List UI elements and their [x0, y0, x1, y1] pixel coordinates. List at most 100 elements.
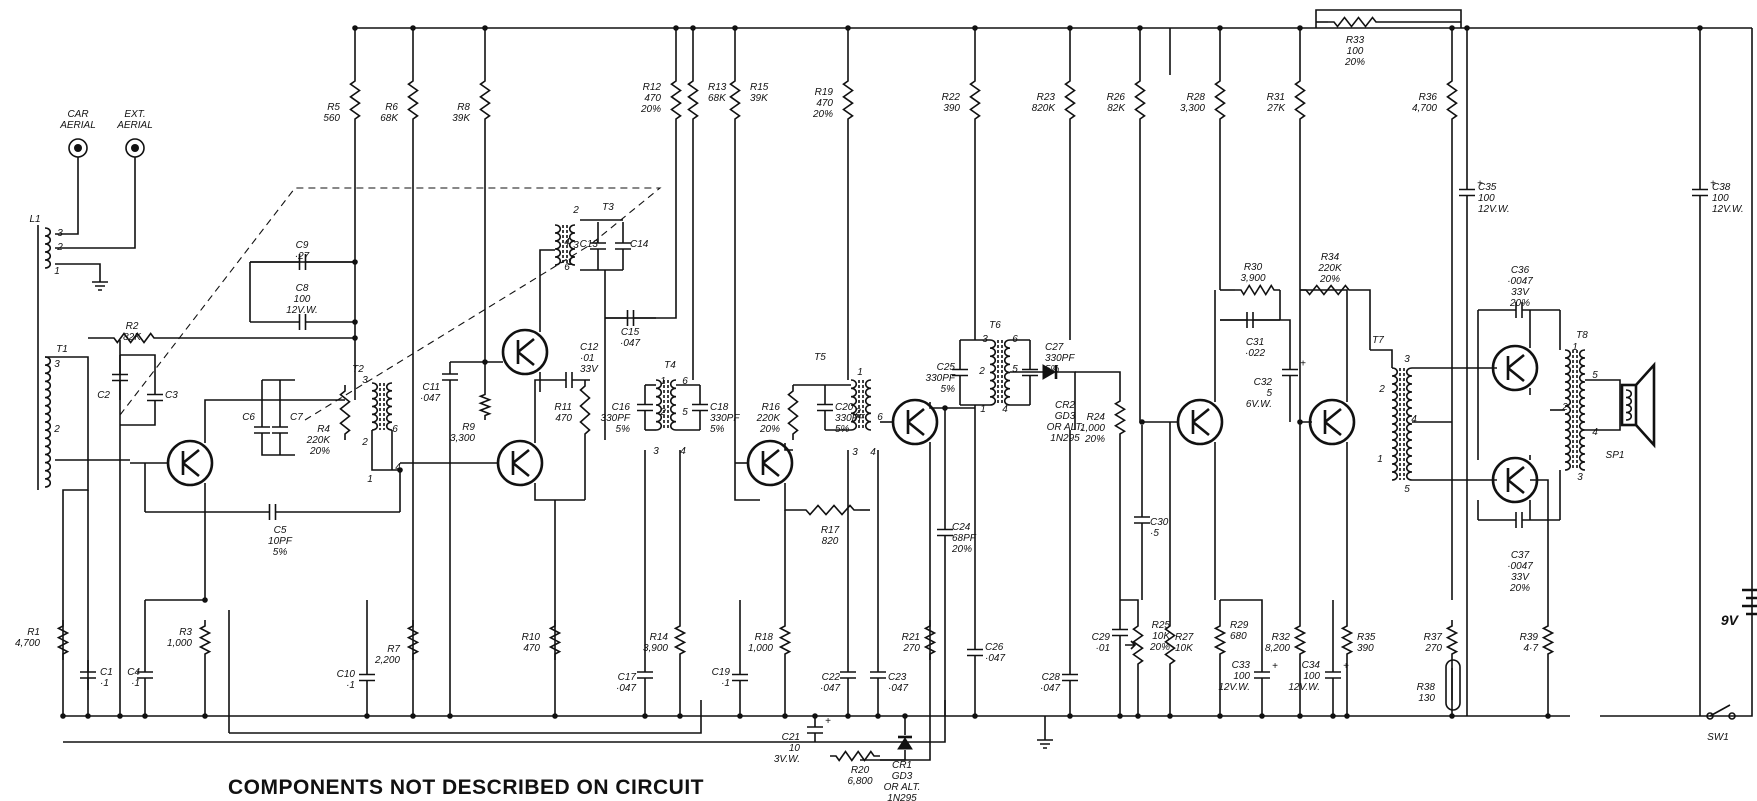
- winding-secondary-t2: [385, 382, 393, 431]
- junction-dots: [60, 25, 1703, 719]
- capacitor-c11: [442, 362, 458, 392]
- component-label-l1: L1: [29, 214, 40, 225]
- pin-number: 1: [980, 404, 986, 415]
- capacitor-c21: +: [807, 716, 831, 740]
- capacitor-c28: [1062, 665, 1078, 690]
- wire: [45, 356, 89, 716]
- component-label-c9: C9·27: [295, 240, 310, 262]
- capacitor-c18: [692, 385, 708, 430]
- wire: [120, 354, 156, 385]
- resistor-r1: [56, 620, 70, 660]
- winding-primary-t5: [850, 379, 858, 431]
- pin-number: 2: [854, 407, 861, 418]
- transistor-audio-driver-2: [1308, 398, 1356, 446]
- component-label-c4: C4·1: [127, 667, 140, 689]
- capacitor-c23: [870, 660, 886, 690]
- component-label-c10: C10·1: [337, 669, 356, 691]
- component-label-c13: C13: [580, 239, 599, 250]
- svg-text:+: +: [1710, 179, 1716, 190]
- resistor-r10: [548, 620, 562, 660]
- capacitor-c5: [145, 504, 400, 520]
- resistor-r18: [778, 620, 792, 660]
- winding-secondary-t4: [669, 379, 677, 431]
- core-t5: [858, 380, 864, 430]
- diode-cr1: [897, 735, 913, 750]
- pin-number: 2: [56, 242, 63, 253]
- capacitor-c25: [952, 340, 968, 405]
- component-label-c7: C7: [290, 412, 303, 423]
- resistor-r31: [1294, 75, 1306, 125]
- pin-number: 3: [573, 240, 579, 251]
- wire: [860, 442, 931, 761]
- pin-number: 5: [682, 407, 688, 418]
- pin-number: 3: [653, 446, 659, 457]
- power-switch: [1706, 704, 1736, 720]
- capacitor-c34: +: [1325, 660, 1349, 690]
- wire: [1530, 479, 1549, 620]
- winding-primary-t3: [554, 224, 562, 266]
- resistor-r5: [349, 75, 361, 125]
- capacitor-c16: [637, 385, 653, 430]
- junction-dot: [845, 25, 851, 31]
- resistor-r24: [1113, 395, 1127, 440]
- resistor-r22: [969, 75, 981, 125]
- pin-number: 4: [564, 237, 570, 248]
- svg-text:+: +: [1300, 359, 1306, 370]
- component-label-t8: T8: [1576, 330, 1588, 341]
- resistor-r9: [478, 390, 492, 420]
- junction-dot: [1067, 25, 1073, 31]
- aerial-label-2: EXT.AERIAL: [116, 109, 153, 131]
- capacitor-c10: [359, 665, 375, 690]
- pin-number: 4: [395, 462, 401, 473]
- pin-number: 1: [567, 257, 573, 268]
- core-t8: [1572, 350, 1578, 470]
- capacitor-c7: [272, 420, 288, 440]
- pin-number: 4: [1002, 404, 1008, 415]
- wires: [45, 9, 1753, 761]
- junction-dot: [1297, 25, 1303, 31]
- junction-dot: [352, 335, 358, 341]
- junction-dot: [1344, 713, 1350, 719]
- capacitor-c31: [1220, 312, 1280, 328]
- transistor-if-amp-3: [746, 439, 794, 487]
- resistor-r13: [687, 75, 699, 125]
- wire: [605, 125, 677, 319]
- pin-number: 1: [1572, 342, 1578, 353]
- switch-label: SW1: [1707, 732, 1729, 743]
- component-label-c28: C28·047: [1040, 672, 1060, 694]
- junction-dot: [1545, 713, 1551, 719]
- pin-number: 6: [1012, 334, 1018, 345]
- capacitor-c29: [1112, 620, 1128, 645]
- resistor-r33: [1328, 16, 1382, 28]
- junction-dot: [875, 713, 881, 719]
- ganged-tuning-link: [119, 187, 662, 421]
- pin-number: 3: [362, 375, 368, 386]
- component-label-c6: C6: [242, 412, 255, 423]
- components: ++++++: [37, 16, 1757, 762]
- component-label-c14: C14: [630, 239, 649, 250]
- capacitor-c19: [732, 665, 748, 690]
- wire: [55, 157, 136, 249]
- junction-dot: [352, 319, 358, 325]
- capacitor-c22: [840, 660, 856, 690]
- aerial-socket-1: [68, 138, 88, 158]
- junction-dot: [737, 713, 743, 719]
- core-t3: [562, 225, 568, 265]
- resistor-r4: [339, 385, 351, 440]
- junction-dot: [202, 713, 208, 719]
